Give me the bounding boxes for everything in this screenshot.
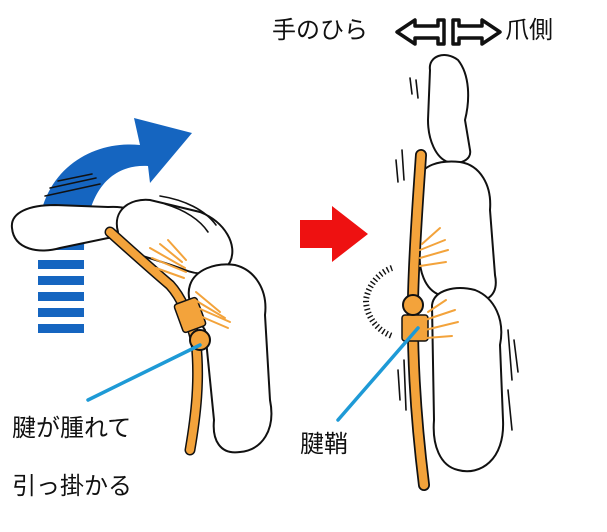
tendon-left <box>104 226 211 456</box>
pointer-line-swollen <box>86 343 202 402</box>
catching-caption: 引っ掛かる <box>12 472 132 500</box>
tendon-right <box>401 149 430 491</box>
palm-side-label: 手のひら <box>272 16 368 44</box>
nail-side-label: 爪側 <box>505 16 553 44</box>
pointer-line-sheath <box>336 326 420 422</box>
swollen-tendon-caption: 腱が腫れて <box>12 414 132 442</box>
finger-bones-right <box>418 54 505 473</box>
right-arrow-icon <box>300 206 368 262</box>
spring-icon <box>362 265 394 339</box>
ligament-fibers-left <box>149 239 231 329</box>
motion-lines-left <box>44 173 217 233</box>
tendon-sheath-label: 腱鞘 <box>300 430 348 458</box>
ligament-fibers-right <box>419 227 459 339</box>
double-headed-arrow-icon <box>395 18 502 46</box>
motion-lines-right <box>395 77 519 431</box>
